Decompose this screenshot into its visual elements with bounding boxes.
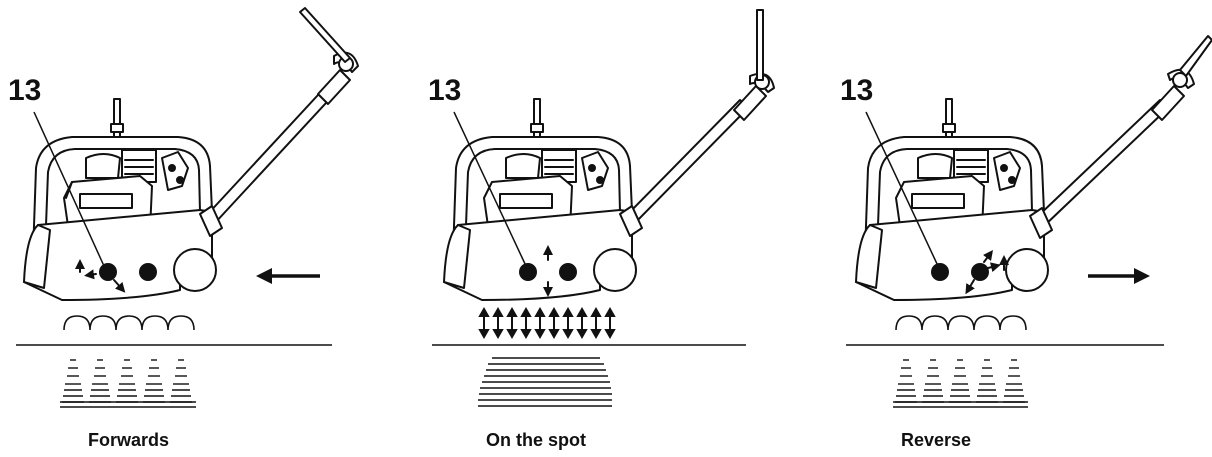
guide-handle-forwards [199, 7, 359, 237]
caption-on-the-spot: On the spot [486, 430, 586, 450]
compactor-machine-forwards [23, 98, 217, 301]
callout-leader-reverse [865, 111, 939, 267]
callout-label-on-the-spot: 13 [428, 74, 461, 107]
compaction-layers-on-the-spot [478, 357, 612, 407]
compaction-layers-forwards [60, 359, 196, 408]
guide-handle-reverse [1029, 35, 1212, 239]
callout-label-forwards: 13 [8, 74, 41, 107]
panel-forwards: 13 [8, 7, 359, 450]
caption-forwards: Forwards [88, 430, 169, 450]
callout-leader-on-the-spot [453, 111, 527, 267]
panel-reverse: 13 [840, 35, 1212, 450]
travel-arrow-right [1088, 268, 1150, 284]
callout-label-reverse: 13 [840, 74, 873, 107]
travel-arrow-left [256, 268, 320, 284]
guide-handle-on-the-spot [619, 9, 775, 237]
vibration-arrows-vertical [478, 306, 616, 340]
panel-on-the-spot: 13 On the spot [428, 9, 775, 450]
caption-reverse: Reverse [901, 430, 971, 450]
vibration-wave-forwards [63, 315, 195, 331]
compactor-machine-on-the-spot [443, 98, 637, 301]
callout-leader-forwards [33, 111, 105, 267]
compaction-layers-reverse [893, 359, 1028, 408]
vibration-wave-reverse [895, 315, 1027, 331]
compactor-machine-reverse [855, 98, 1049, 301]
